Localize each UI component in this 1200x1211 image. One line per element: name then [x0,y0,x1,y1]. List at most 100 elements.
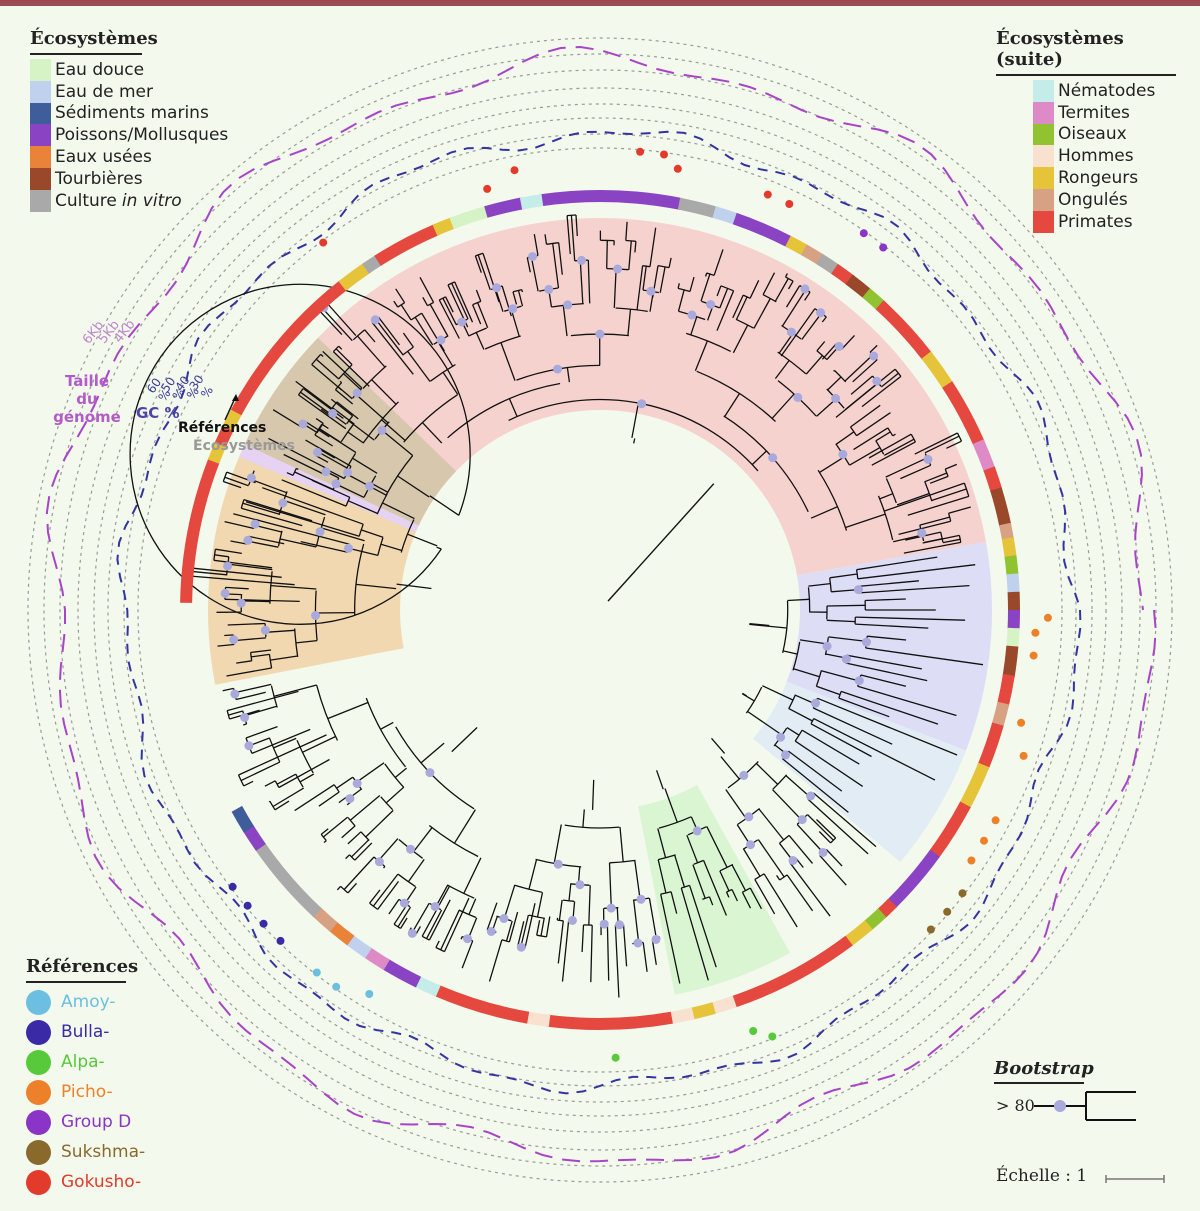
ecosystem-ring-segment [524,1011,551,1027]
branch-arc [335,382,343,391]
branch-arc [346,415,354,425]
branch-stem [463,857,482,894]
ecosystem-ring-segment [207,440,227,464]
branch-tip [238,734,327,776]
grid-ring [93,103,1107,1117]
bootstrap-dot [229,635,239,645]
branch-stem [234,683,272,694]
branch-stem [440,909,460,951]
branch-stem [503,885,516,919]
branch-stem [429,303,449,337]
reference-dot [1043,613,1052,622]
branch-tip [780,308,816,357]
bootstrap-dot [606,903,616,913]
branch-arc [362,401,399,444]
branch-tip [785,285,801,308]
branch-arc [384,763,405,789]
branch-tip [869,344,878,353]
branch-stem [247,540,279,548]
ecosystem-ring-segment [449,205,490,230]
branch-tip [855,623,929,629]
scale-label: Échelle : 1 [996,1166,1088,1186]
tree-branches [129,214,984,998]
branch-stem [250,478,287,494]
branch-tip [651,939,657,965]
bootstrap-dot [788,856,798,865]
branch-arc [777,351,807,375]
top-border [0,0,1200,6]
bootstrap-dot [230,689,240,699]
reference-dot [243,901,252,910]
ecosystem-ring [180,189,1021,1030]
branch-stem [505,920,513,942]
ecosystem-ring-segment [1007,610,1020,631]
branch-stem [240,761,281,782]
branch-arc [838,691,842,699]
branch-tip [393,300,399,308]
bootstrap-dot [246,473,256,483]
backbone-stem [436,546,442,550]
bootstrap-dot [575,880,585,890]
branch-stem [627,309,632,336]
bootstrap-dot [781,750,790,760]
branch-stem [781,289,807,327]
branch-tip [821,316,827,323]
reference-dot [1019,751,1028,760]
reference-dot [319,238,328,247]
branch-stem [318,428,357,454]
bootstrap-dot [687,310,697,320]
ecosystem-ring-segment [242,824,266,851]
branch-arc [779,874,788,881]
ecosystem-legend-label: Sédiments marins [55,103,209,124]
branch-tip [614,924,620,998]
branch-tip [813,707,893,745]
branch-stem [751,450,767,466]
bootstrap-dot [508,304,518,314]
bootstrap-dot [854,585,863,595]
branch-stem [244,705,277,717]
branch-stem [375,319,404,356]
backbone-stem [633,438,636,444]
branch-tip [865,598,906,602]
branch-stem [762,685,794,701]
branch-stem [349,795,381,821]
branch-tip [846,654,922,670]
branch-stem [686,834,699,864]
reference-dot [660,150,668,159]
ecosystem-ring-segment [230,279,348,416]
backbone-stem [591,779,595,810]
branch-tip [841,334,855,350]
branch-stem [352,457,378,474]
bootstrap-dot [923,454,933,464]
branch-stem [706,826,728,868]
bootstrap-dot [854,676,864,686]
branch-tip [853,427,889,451]
ecosystem-ring-segment [338,262,371,291]
branch-stem [302,735,336,753]
bootstrap-dot [370,315,380,325]
branch-arc [365,697,407,768]
branch-tip [819,855,847,886]
ecosystem-ring-segment [214,423,235,448]
branch-stem [808,582,831,587]
branch-tip [590,925,593,983]
backbone-stem [451,727,478,753]
reference-legend-label: Alpa- [61,1052,105,1072]
ecosystem-ring-segment [519,193,546,210]
branch-stem [394,767,408,779]
branch-tip [236,660,252,664]
branch-stem [924,472,948,483]
branch-tip [332,351,370,387]
branch-arc [686,332,731,352]
ecosystem-ring-segment [972,439,996,473]
reference-legend-item: Alpa- [26,1047,145,1077]
bootstrap-dot [917,528,927,538]
branch-tip [400,917,408,929]
branch-arc [693,859,704,865]
genome-size-title-line2: génome [53,408,121,426]
ecosystem-legend-item: Poissons/Mollusques [30,124,228,147]
branch-stem [371,379,397,405]
branch-tip [907,495,969,516]
ecosystem-ring-segment [710,995,737,1015]
